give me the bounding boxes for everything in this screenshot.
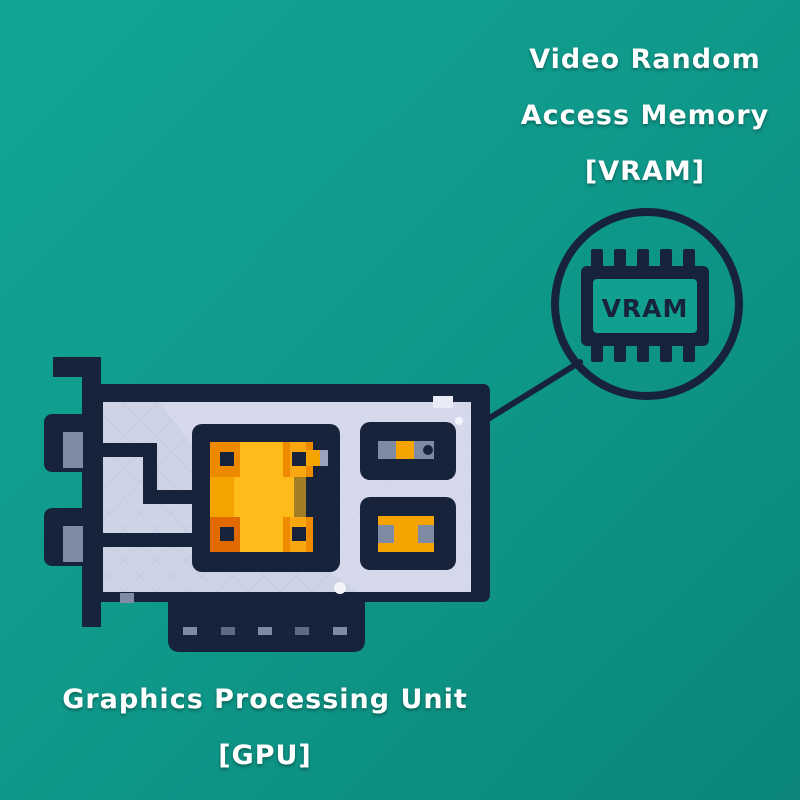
gpu-chip-icon [192,424,340,572]
gpu-title-line2: [GPU] [218,740,312,771]
vram-title-line1: Video Random [529,44,761,75]
pci-bracket-icon [44,357,101,627]
magnifier-icon: VRAM [551,208,743,400]
vram-chip-bottom-icon [360,497,456,570]
vram-chip-top-icon [360,422,456,480]
vram-title: Video Random Access Memory [VRAM] [505,32,785,200]
gpu-title-line1: Graphics Processing Unit [62,684,468,715]
vram-title-line3: [VRAM] [584,156,706,187]
vram-title-line2: Access Memory [520,100,770,131]
circuit-traces [103,443,193,547]
gpu-title: Graphics Processing Unit [GPU] [40,672,490,784]
vram-chip-label: VRAM [602,294,689,323]
